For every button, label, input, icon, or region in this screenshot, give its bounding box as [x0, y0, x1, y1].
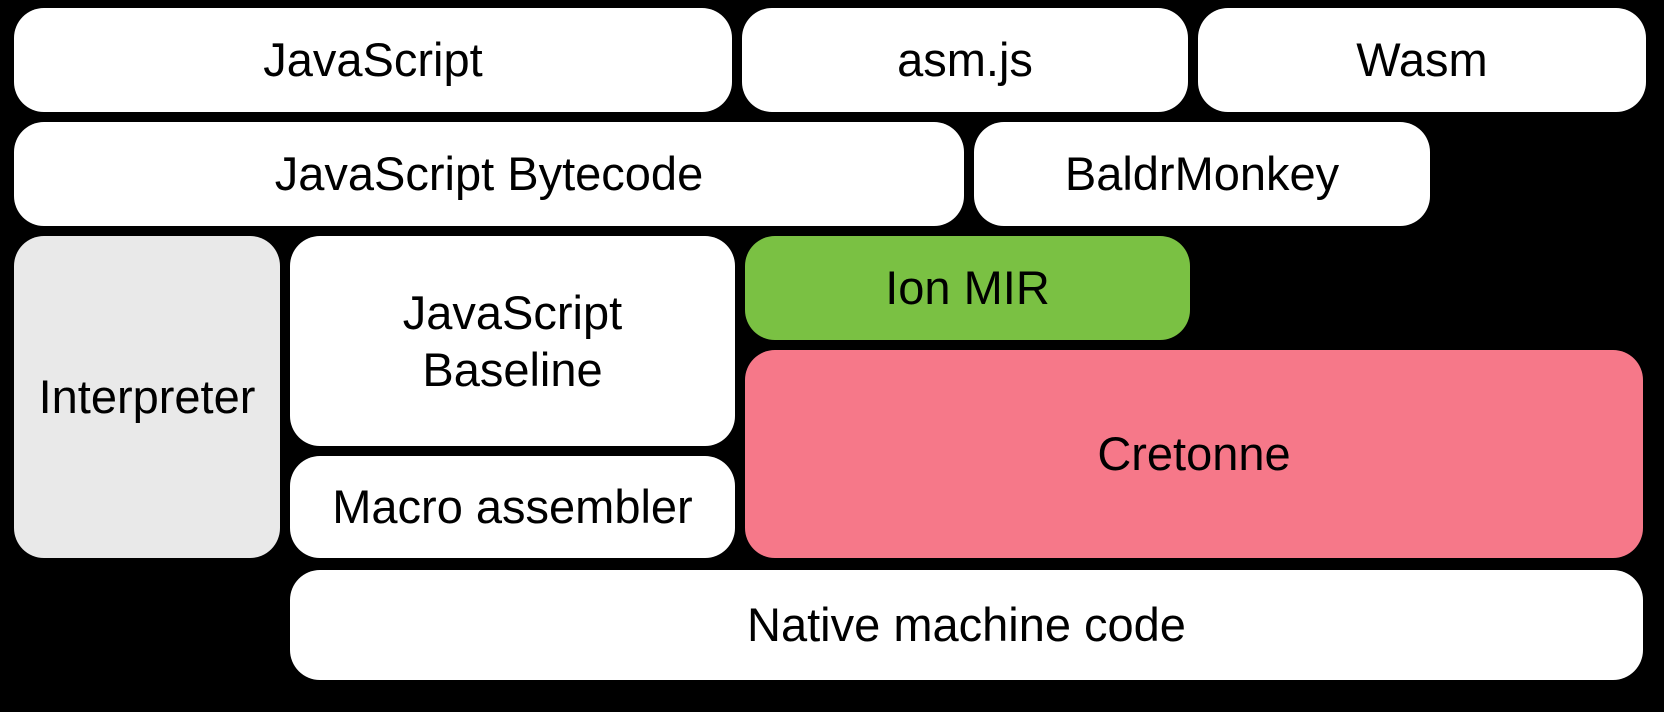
node-macro-assembler: Macro assembler: [290, 456, 735, 558]
node-javascript-bytecode-label: JavaScript Bytecode: [274, 147, 704, 201]
node-cretonne: Cretonne: [745, 350, 1643, 558]
node-cretonne-label: Cretonne: [1097, 427, 1291, 481]
node-javascript-label: JavaScript: [263, 33, 483, 87]
node-ion-mir: Ion MIR: [745, 236, 1190, 340]
node-macro-assembler-label: Macro assembler: [332, 480, 693, 534]
node-asmjs-label: asm.js: [897, 33, 1033, 87]
node-interpreter: Interpreter: [14, 236, 280, 558]
node-native-machine-code: Native machine code: [290, 570, 1643, 680]
node-baldrmonkey: BaldrMonkey: [974, 122, 1430, 226]
node-ion-mir-label: Ion MIR: [885, 261, 1050, 315]
node-native-machine-code-label: Native machine code: [747, 598, 1186, 652]
node-javascript-bytecode: JavaScript Bytecode: [14, 122, 964, 226]
node-interpreter-label: Interpreter: [38, 370, 256, 424]
node-javascript: JavaScript: [14, 8, 732, 112]
node-asmjs: asm.js: [742, 8, 1188, 112]
node-javascript-baseline: JavaScript Baseline: [290, 236, 735, 446]
node-wasm: Wasm: [1198, 8, 1646, 112]
node-baldrmonkey-label: BaldrMonkey: [1064, 147, 1340, 201]
node-wasm-label: Wasm: [1356, 33, 1488, 87]
node-javascript-baseline-label: JavaScript Baseline: [402, 285, 623, 396]
